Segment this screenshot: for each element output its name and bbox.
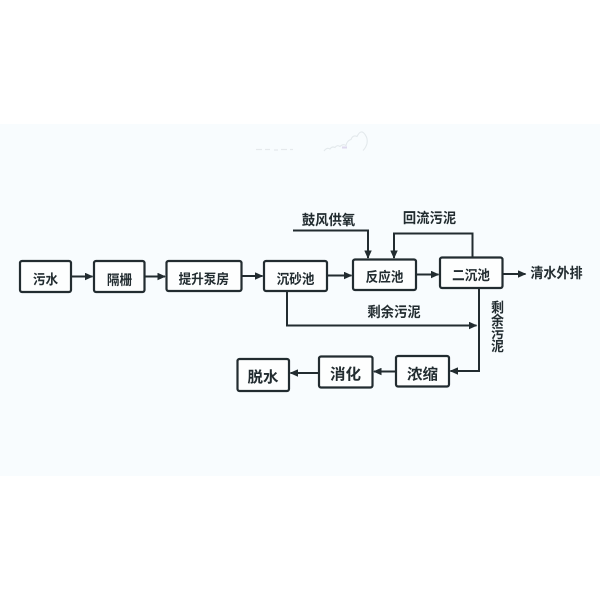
edge-air-supply-to-reaction-tank: [293, 229, 372, 259]
node-reaction-tank-label: 反应池: [366, 269, 404, 284]
node-thickening-box: [394, 354, 451, 388]
node-clarifier-label: 二沉池: [452, 268, 490, 282]
watermark-squiggle: [323, 131, 368, 152]
watermark-smudge: [256, 148, 293, 151]
node-lift-pump-station-box: [165, 259, 243, 293]
edge-clarifier-to-thickening: [449, 288, 480, 375]
node-bar-screen-box: [92, 259, 146, 294]
node-grit-chamber-label: 沉砂池: [276, 272, 315, 286]
flow-edges: [71, 229, 527, 377]
edge-return-sludge: [390, 232, 474, 259]
flow-air-supply-label: 鼓风供氧: [302, 212, 355, 227]
flow-surplus-sludge-label: 剩余污泥: [367, 304, 421, 319]
node-thickening-label: 浓缩: [407, 366, 438, 382]
node-lift-pump-label: 提升泵房: [178, 272, 229, 286]
process-boxes: [18, 256, 504, 393]
flow-effluent-label: 清水外排: [530, 265, 583, 280]
node-digestion-label: 消化: [330, 366, 361, 381]
edge-surplus-sludge-horizontal: [286, 291, 478, 330]
watermark-remnant: [256, 131, 368, 152]
tinted-background-band: [0, 124, 600, 476]
node-sewage-label: 污水: [33, 272, 58, 286]
node-digestion-box: [317, 355, 374, 389]
flow-return-sludge-label: 回流污泥: [403, 210, 456, 225]
node-dewatering-box: [236, 357, 291, 393]
node-bar-screen-label: 隔栅: [107, 272, 132, 287]
diagram-labels: 污水 隔栅 提升泵房 沉砂池 反应池 二沉池 浓缩 消化 脱水 清水外排 鼓风供…: [33, 210, 583, 384]
node-sewage-box: [18, 259, 73, 294]
flow-surplus-sludge-v-label: 剩余污泥: [491, 300, 504, 353]
node-dewatering-label: 脱水: [247, 369, 279, 384]
